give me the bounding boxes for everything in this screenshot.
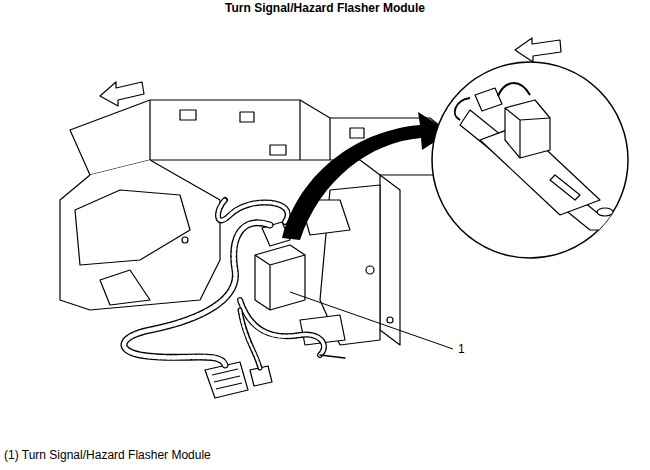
detail-module <box>505 100 550 158</box>
zoom-arrow <box>282 112 450 240</box>
detail-clip <box>550 175 580 200</box>
detail-connector <box>475 88 502 111</box>
module-edges <box>255 255 305 310</box>
connector-pins <box>212 369 242 389</box>
panel-slot <box>240 112 254 122</box>
direction-arrow <box>100 82 144 106</box>
detail-wire <box>455 98 470 120</box>
bolt <box>387 317 393 323</box>
panel-slot <box>180 110 196 120</box>
panel-slot <box>270 145 286 155</box>
direction-arrow <box>515 38 561 62</box>
detail-fastener <box>597 208 613 216</box>
leader-line <box>290 292 453 349</box>
bolt <box>366 266 374 274</box>
bolt <box>182 237 188 243</box>
figure-title: Turn Signal/Hazard Flasher Module <box>0 1 650 15</box>
detail-module-edges <box>505 108 550 158</box>
callout-number: 1 <box>458 342 465 356</box>
figure-caption: (1) Turn Signal/Hazard Flasher Module <box>4 448 211 462</box>
panel-ribs <box>150 100 330 160</box>
panel-bracket <box>75 190 190 265</box>
panel-slot <box>350 128 364 138</box>
panel-left <box>60 160 220 310</box>
detail-wire <box>498 83 530 96</box>
flasher-module <box>255 245 305 310</box>
panel-bracket <box>100 270 150 305</box>
support-brace <box>380 175 400 345</box>
